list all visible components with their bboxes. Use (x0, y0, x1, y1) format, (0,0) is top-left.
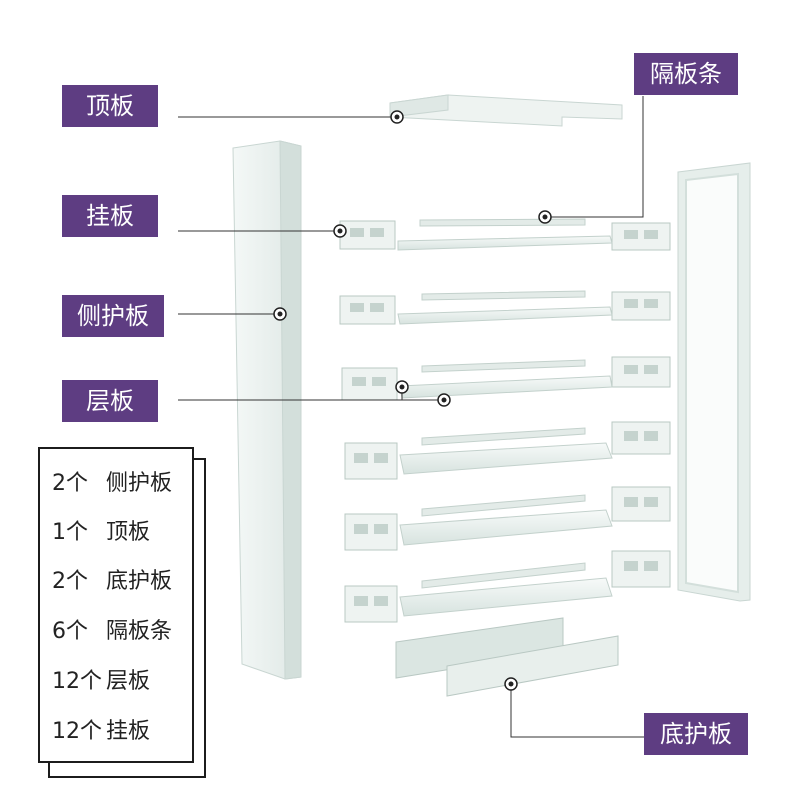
parts-list-qty: 1个 (52, 520, 88, 545)
parts-list-name: 层板 (106, 669, 151, 694)
right-side-panel-part (677, 162, 751, 602)
parts-list-name: 侧护板 (106, 471, 173, 496)
parts-list-item: 2个侧护板 (52, 469, 172, 499)
divider-strips (419, 218, 586, 589)
parts-list-qty: 6个 (52, 619, 88, 644)
parts-list-name: 隔板条 (106, 619, 173, 644)
shelf-panels (397, 235, 613, 617)
parts-list-name: 挂板 (106, 719, 151, 744)
parts-list-item: 2个底护板 (52, 567, 172, 597)
right-hanging-brackets (611, 222, 671, 588)
left-bracket-slots (350, 228, 388, 606)
divider-strip-label: 隔板条 (634, 53, 738, 95)
left-side-panel-part (232, 140, 302, 680)
left-hanging-brackets (339, 220, 398, 623)
parts-list-name: 底护板 (106, 569, 173, 594)
parts-list-qty: 2个 (52, 569, 88, 594)
top-panel-label: 顶板 (62, 85, 158, 127)
parts-list-item: 12个挂板 (52, 717, 150, 747)
parts-list-item: 1个顶板 (52, 518, 150, 548)
bottom-panel-label: 底护板 (644, 713, 748, 755)
parts-list-name: 顶板 (106, 520, 151, 545)
hanging-panel-label: 挂板 (62, 195, 158, 237)
right-bracket-slots (624, 230, 658, 571)
side-panel-label: 侧护板 (62, 295, 164, 337)
parts-list-item: 6个隔板条 (52, 617, 172, 647)
parts-list-qty: 2个 (52, 471, 88, 496)
parts-list-card: 2个侧护板 1个顶板 2个底护板 6个隔板条 12个层板 12个挂板 (38, 447, 194, 763)
shelf-panel-label: 层板 (62, 380, 158, 422)
parts-list-item: 12个层板 (52, 667, 150, 697)
parts-list-qty: 12个 (52, 719, 102, 744)
callout-dots (273, 110, 552, 691)
parts-list-qty: 12个 (52, 669, 102, 694)
bottom-panel-parts (395, 617, 619, 697)
top-panel-part (389, 94, 623, 127)
